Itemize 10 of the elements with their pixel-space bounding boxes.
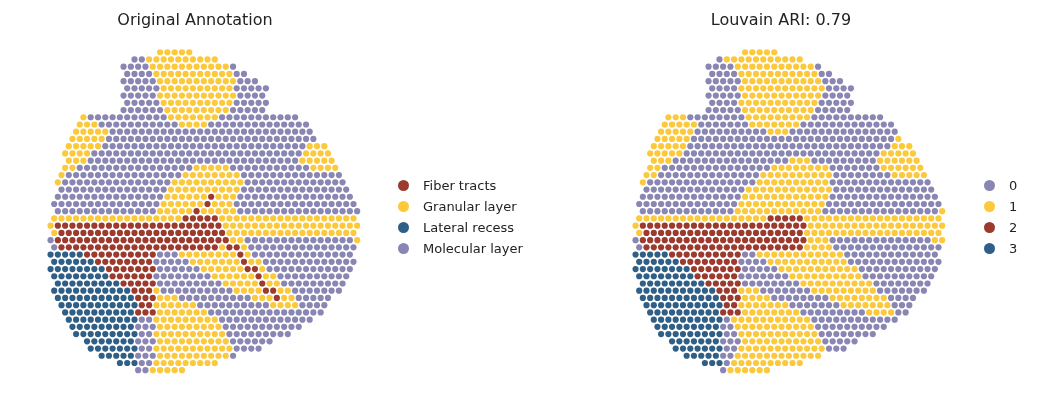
- legend-label: 1: [1009, 199, 1018, 214]
- legend-label: 0: [1009, 178, 1018, 193]
- panel-title: Louvain ARI: 0.79: [709, 9, 853, 31]
- legend-label: 3: [1009, 241, 1018, 256]
- legend-label: Lateral recess: [423, 220, 515, 235]
- legend-label: Granular layer: [423, 199, 517, 214]
- legend-label: 2: [1009, 220, 1018, 235]
- panel-title: Original Annotation: [116, 9, 274, 31]
- legend-label: Fiber tracts: [423, 178, 497, 193]
- legend-label: Molecular layer: [423, 241, 523, 256]
